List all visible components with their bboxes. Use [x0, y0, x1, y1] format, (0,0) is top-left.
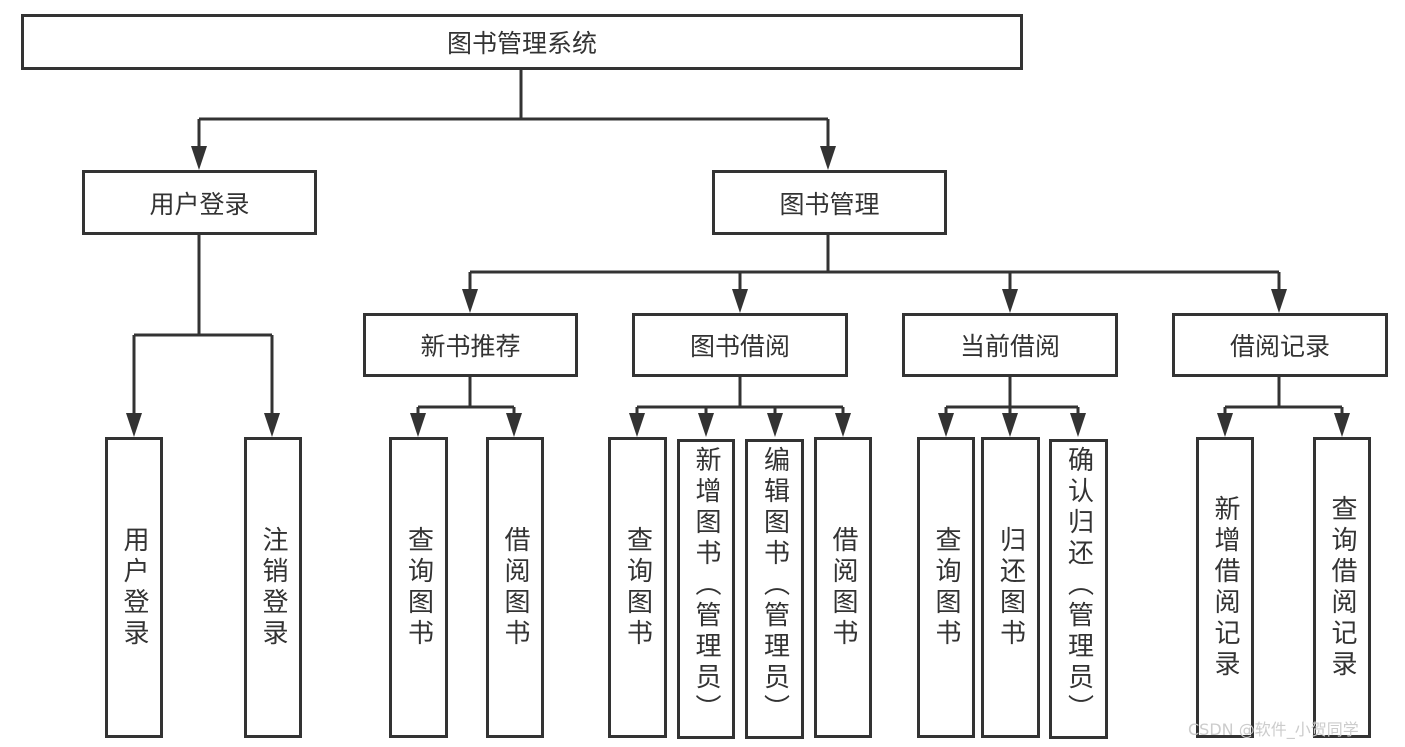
node-label: 用户登录 [149, 189, 250, 219]
leaf-add-borrow-record: 新增借阅记录 [1196, 437, 1254, 738]
node-book-management: 图书管理 [712, 170, 947, 235]
root-node: 图书管理系统 [21, 14, 1023, 70]
arrowhead-icon [191, 146, 207, 170]
leaf-label: 查询图书 [403, 525, 434, 650]
node-borrow-records: 借阅记录 [1172, 313, 1388, 377]
arrowhead-icon [938, 413, 954, 437]
node-new-books: 新书推荐 [363, 313, 578, 377]
connector [197, 69, 830, 156]
leaf-query-books: 查询图书 [608, 437, 667, 738]
leaf-label: 新增借阅记录 [1210, 494, 1240, 681]
connector [132, 234, 274, 423]
leaf-label: 新增图书（管理员） [691, 446, 721, 725]
arrowhead-icon [410, 413, 426, 437]
arrowhead-icon [264, 413, 280, 437]
arrowhead-icon [1002, 413, 1018, 437]
leaf-label: 编辑图书（管理员） [759, 446, 790, 725]
node-user-login: 用户登录 [82, 170, 317, 235]
root-label: 图书管理系统 [446, 29, 597, 58]
arrowhead-icon [506, 413, 522, 437]
leaf-label: 借阅图书 [828, 525, 858, 650]
arrowhead-icon [835, 413, 851, 437]
leaf-borrow-books: 借阅图书 [486, 437, 544, 738]
arrowhead-icon [462, 289, 478, 313]
leaf-confirm-return-admin: 确认归还（管理员） [1049, 439, 1108, 739]
connector [1223, 376, 1344, 423]
leaf-edit-book-admin: 编辑图书（管理员） [745, 439, 804, 739]
node-label: 图书借阅 [689, 332, 790, 361]
arrowhead-icon [1334, 413, 1350, 437]
arrowhead-icon [820, 146, 836, 170]
leaf-label: 查询借阅记录 [1327, 494, 1357, 681]
node-label: 借阅记录 [1229, 332, 1330, 361]
arrowhead-icon [629, 413, 645, 437]
leaf-add-book-admin: 新增图书（管理员） [677, 439, 735, 739]
arrowhead-icon [1070, 413, 1086, 437]
leaf-label: 查询图书 [931, 525, 961, 650]
connector [635, 376, 845, 423]
leaf-label: 归还图书 [995, 525, 1026, 650]
leaf-query-books: 查询图书 [917, 437, 975, 738]
watermark: CSDN @软件_小贺同学 [1188, 720, 1359, 739]
node-label: 当前借阅 [959, 332, 1060, 361]
node-book-borrow: 图书借阅 [632, 313, 848, 377]
leaf-label: 用户登录 [119, 525, 149, 650]
leaf-borrow-books: 借阅图书 [814, 437, 872, 738]
leaf-label: 注销登录 [258, 525, 288, 650]
node-label: 图书管理 [779, 189, 880, 219]
leaf-user-login: 用户登录 [105, 437, 163, 738]
arrowhead-icon [1002, 289, 1018, 313]
leaf-query-books: 查询图书 [389, 437, 448, 738]
arrowhead-icon [698, 413, 714, 437]
arrowhead-icon [126, 413, 142, 437]
leaf-query-borrow-record: 查询借阅记录 [1313, 437, 1371, 738]
arrowhead-icon [1271, 289, 1287, 313]
node-label: 新书推荐 [420, 332, 521, 361]
node-current-borrow: 当前借阅 [902, 313, 1118, 377]
leaf-label: 查询图书 [622, 525, 653, 650]
leaf-return-books: 归还图书 [981, 437, 1040, 738]
leaf-label: 借阅图书 [500, 525, 530, 650]
arrowhead-icon [1217, 413, 1233, 437]
arrowhead-icon [732, 289, 748, 313]
connector [468, 234, 1281, 299]
leaf-logout: 注销登录 [244, 437, 302, 738]
arrowhead-icon [767, 413, 783, 437]
connector [416, 376, 516, 423]
leaf-label: 确认归还（管理员） [1063, 446, 1094, 725]
